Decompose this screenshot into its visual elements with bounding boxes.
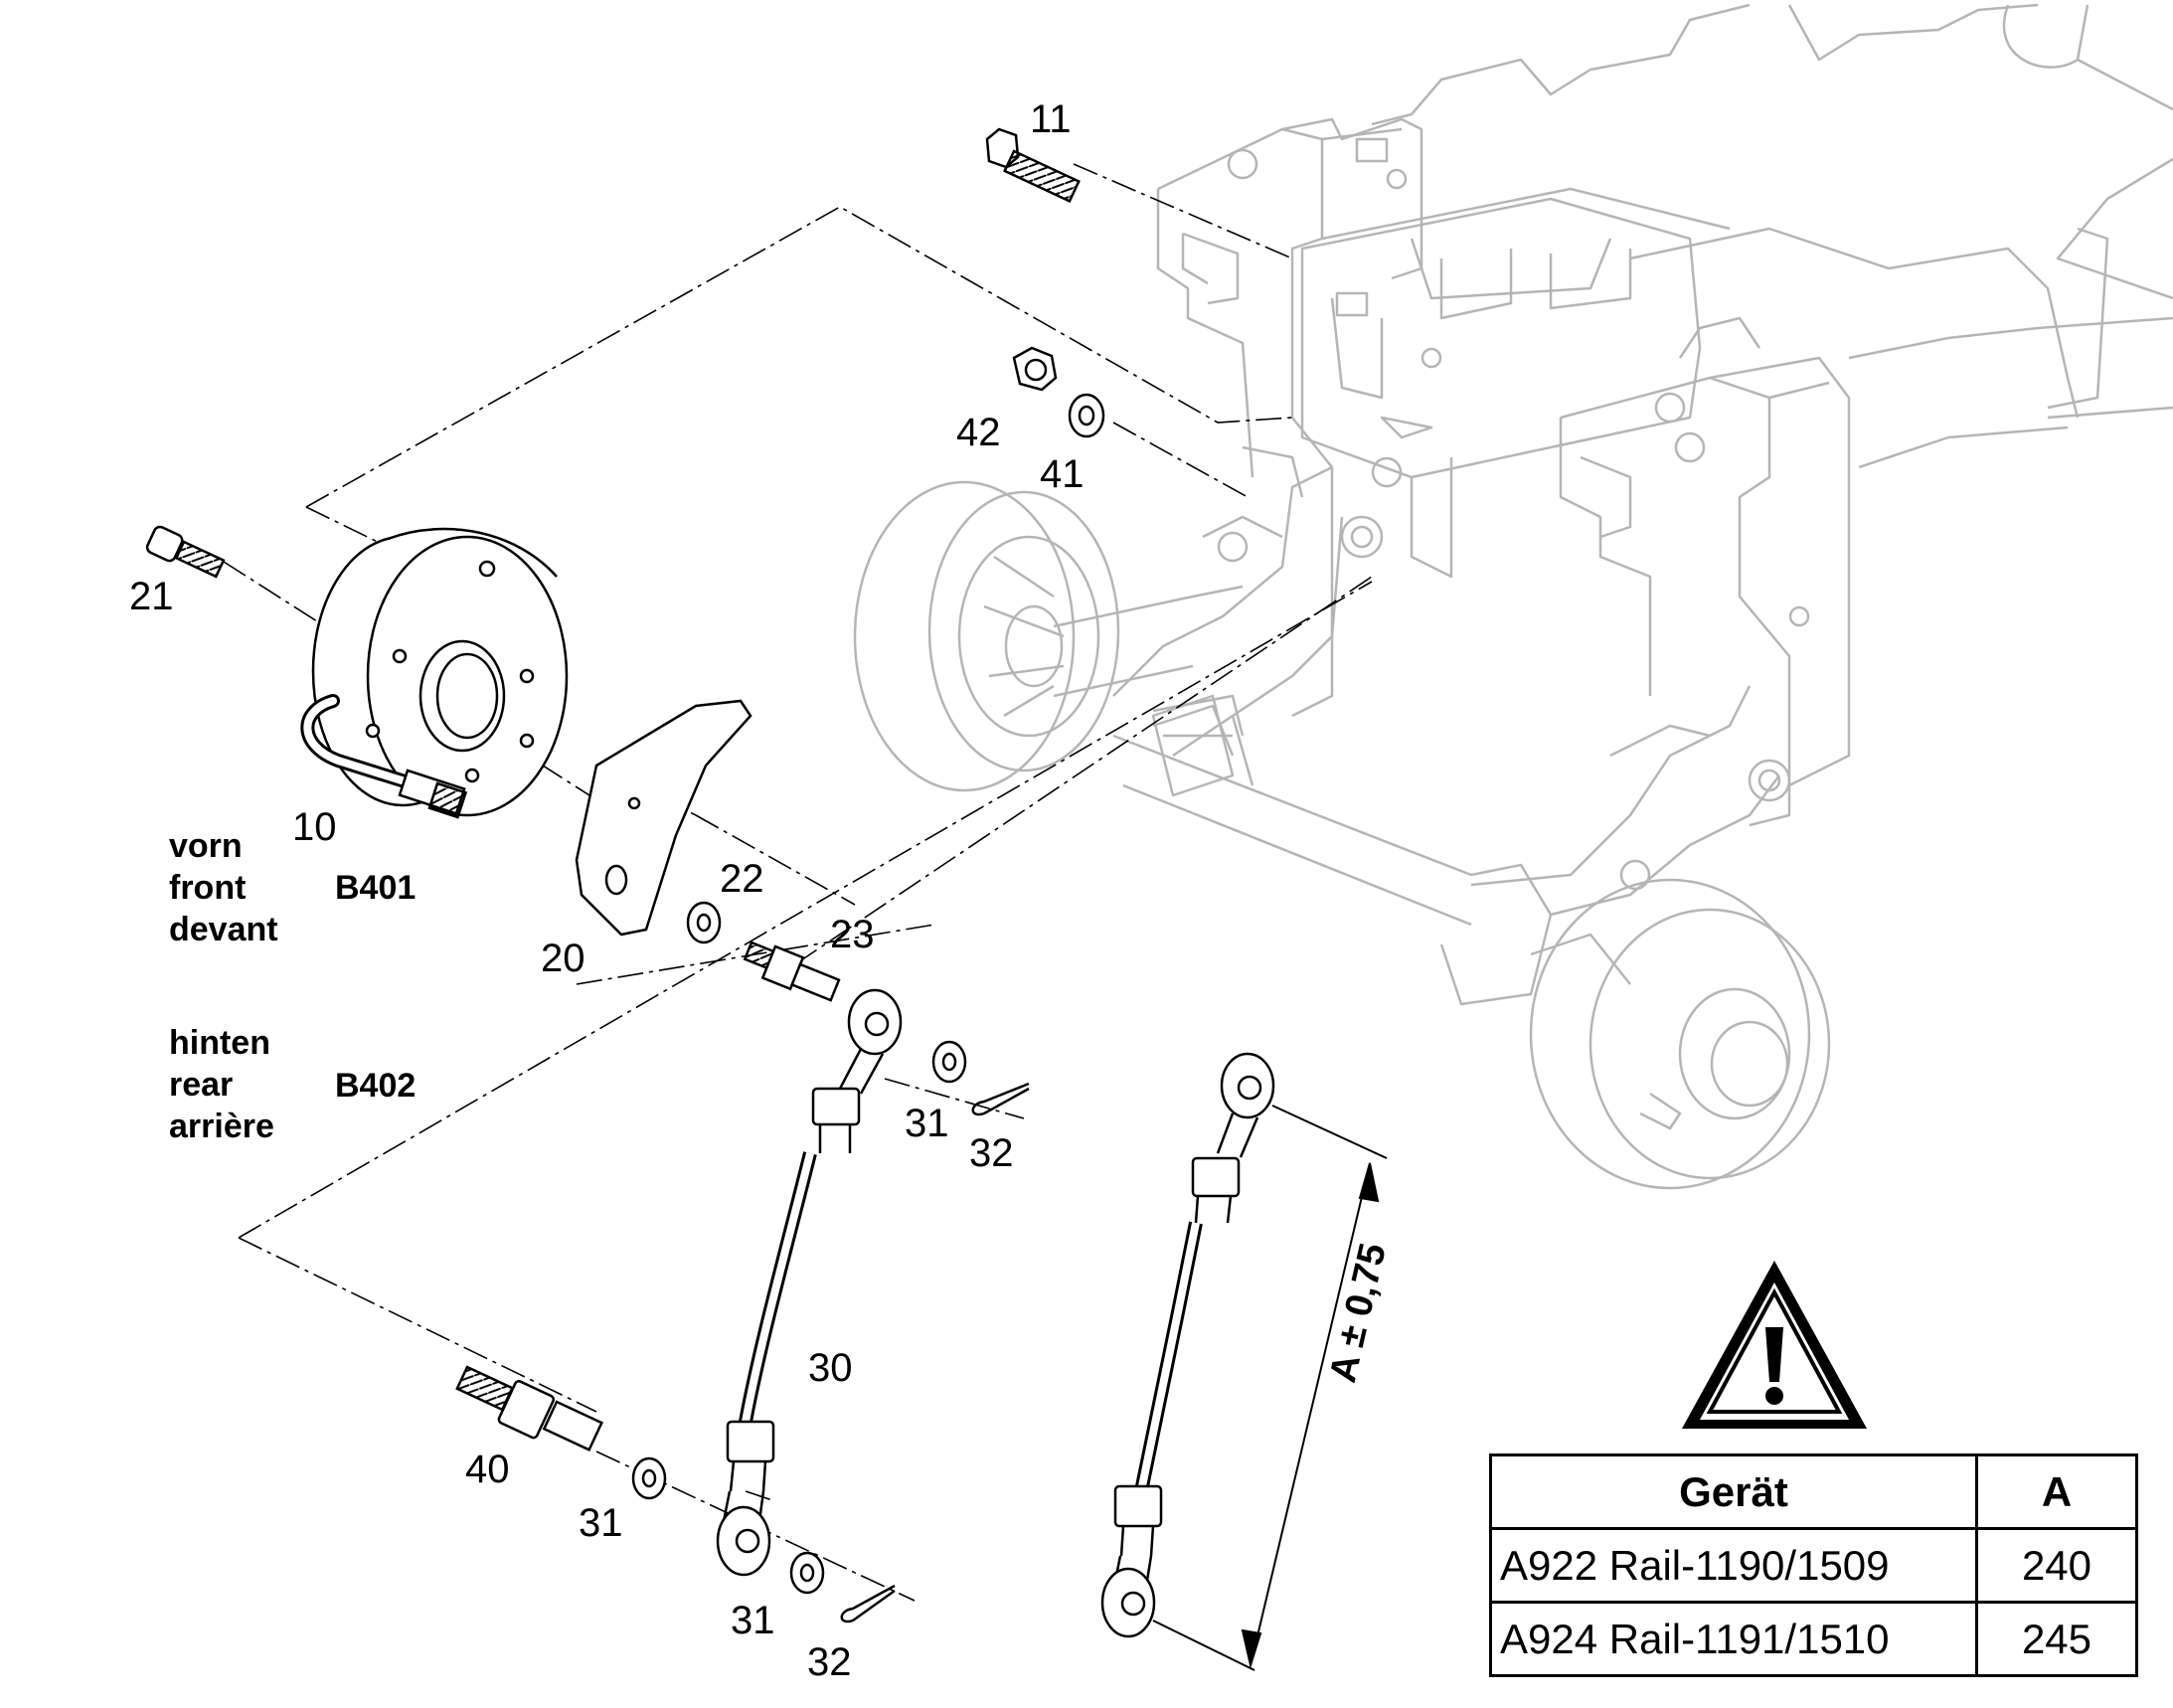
screw-21 [145, 525, 226, 579]
note-rear-fr: arrière [169, 1108, 274, 1145]
callout-31-lower: 31 [731, 1599, 775, 1642]
note-front-en: front [169, 869, 247, 907]
callout-42: 42 [956, 411, 1001, 454]
stud-23 [743, 940, 841, 1002]
cotter-pin-32-upper [971, 1082, 1030, 1116]
bracket-20 [575, 699, 752, 937]
washer-22 [686, 901, 722, 944]
callout-32-lower: 32 [807, 1640, 852, 1684]
chassis-frame [853, 3, 2173, 1190]
callout-23: 23 [830, 913, 875, 956]
note-rear-code: B402 [335, 1067, 417, 1105]
note-rear-de: hinten [169, 1024, 270, 1062]
table-cell-value: 240 [1975, 1527, 2138, 1604]
callout-41: 41 [1040, 452, 1085, 496]
callout-30: 30 [808, 1346, 853, 1390]
table-row: A922 Rail-1190/1509 240 [1489, 1527, 2138, 1604]
dimension-arrow [1152, 1105, 1388, 1671]
cotter-pin-32-lower [840, 1584, 896, 1623]
note-front-code: B401 [335, 869, 417, 907]
dimension-table: Gerät A A922 Rail-1190/1509 240 A924 Rai… [1489, 1453, 2138, 1677]
table-cell-device: A924 Rail-1191/1510 [1489, 1601, 1978, 1677]
nut-42 [1012, 346, 1058, 392]
callout-20: 20 [541, 937, 585, 980]
table-cell-value: 245 [1975, 1601, 2138, 1677]
washer-31-upper [931, 1040, 967, 1084]
linkage-rod-dimension-view [1100, 1052, 1275, 1638]
table-row: A924 Rail-1191/1510 245 [1489, 1601, 2138, 1677]
linkage-rod-30 [716, 988, 903, 1577]
bolt-11 [985, 127, 1081, 204]
table-cell-device: A922 Rail-1190/1509 [1489, 1527, 1978, 1604]
callout-10: 10 [292, 805, 337, 849]
note-rear-en: rear [169, 1066, 234, 1104]
callout-40: 40 [465, 1448, 510, 1491]
sensor-disk-10 [300, 527, 569, 819]
washer-31-mid [631, 1456, 667, 1500]
callout-32-upper: 32 [969, 1131, 1014, 1175]
note-rear-position: hinten rear arrière [169, 1022, 274, 1147]
washer-31-lower [789, 1551, 825, 1595]
note-front-position: vorn front devant [169, 825, 278, 950]
table-header-row: Gerät A [1489, 1453, 2138, 1530]
callout-11: 11 [1030, 97, 1072, 141]
note-front-de: vorn [169, 827, 243, 865]
warning-triangle-icon [1682, 1261, 1867, 1429]
callout-22: 22 [720, 857, 764, 901]
callout-31-mid: 31 [579, 1501, 623, 1545]
callout-21: 21 [129, 575, 174, 618]
washer-41 [1068, 393, 1105, 438]
note-front-fr: devant [169, 911, 278, 948]
stud-40 [455, 1365, 603, 1452]
table-header-device: Gerät [1489, 1453, 1978, 1530]
callout-31-upper: 31 [905, 1102, 949, 1145]
table-header-a: A [1975, 1453, 2138, 1530]
